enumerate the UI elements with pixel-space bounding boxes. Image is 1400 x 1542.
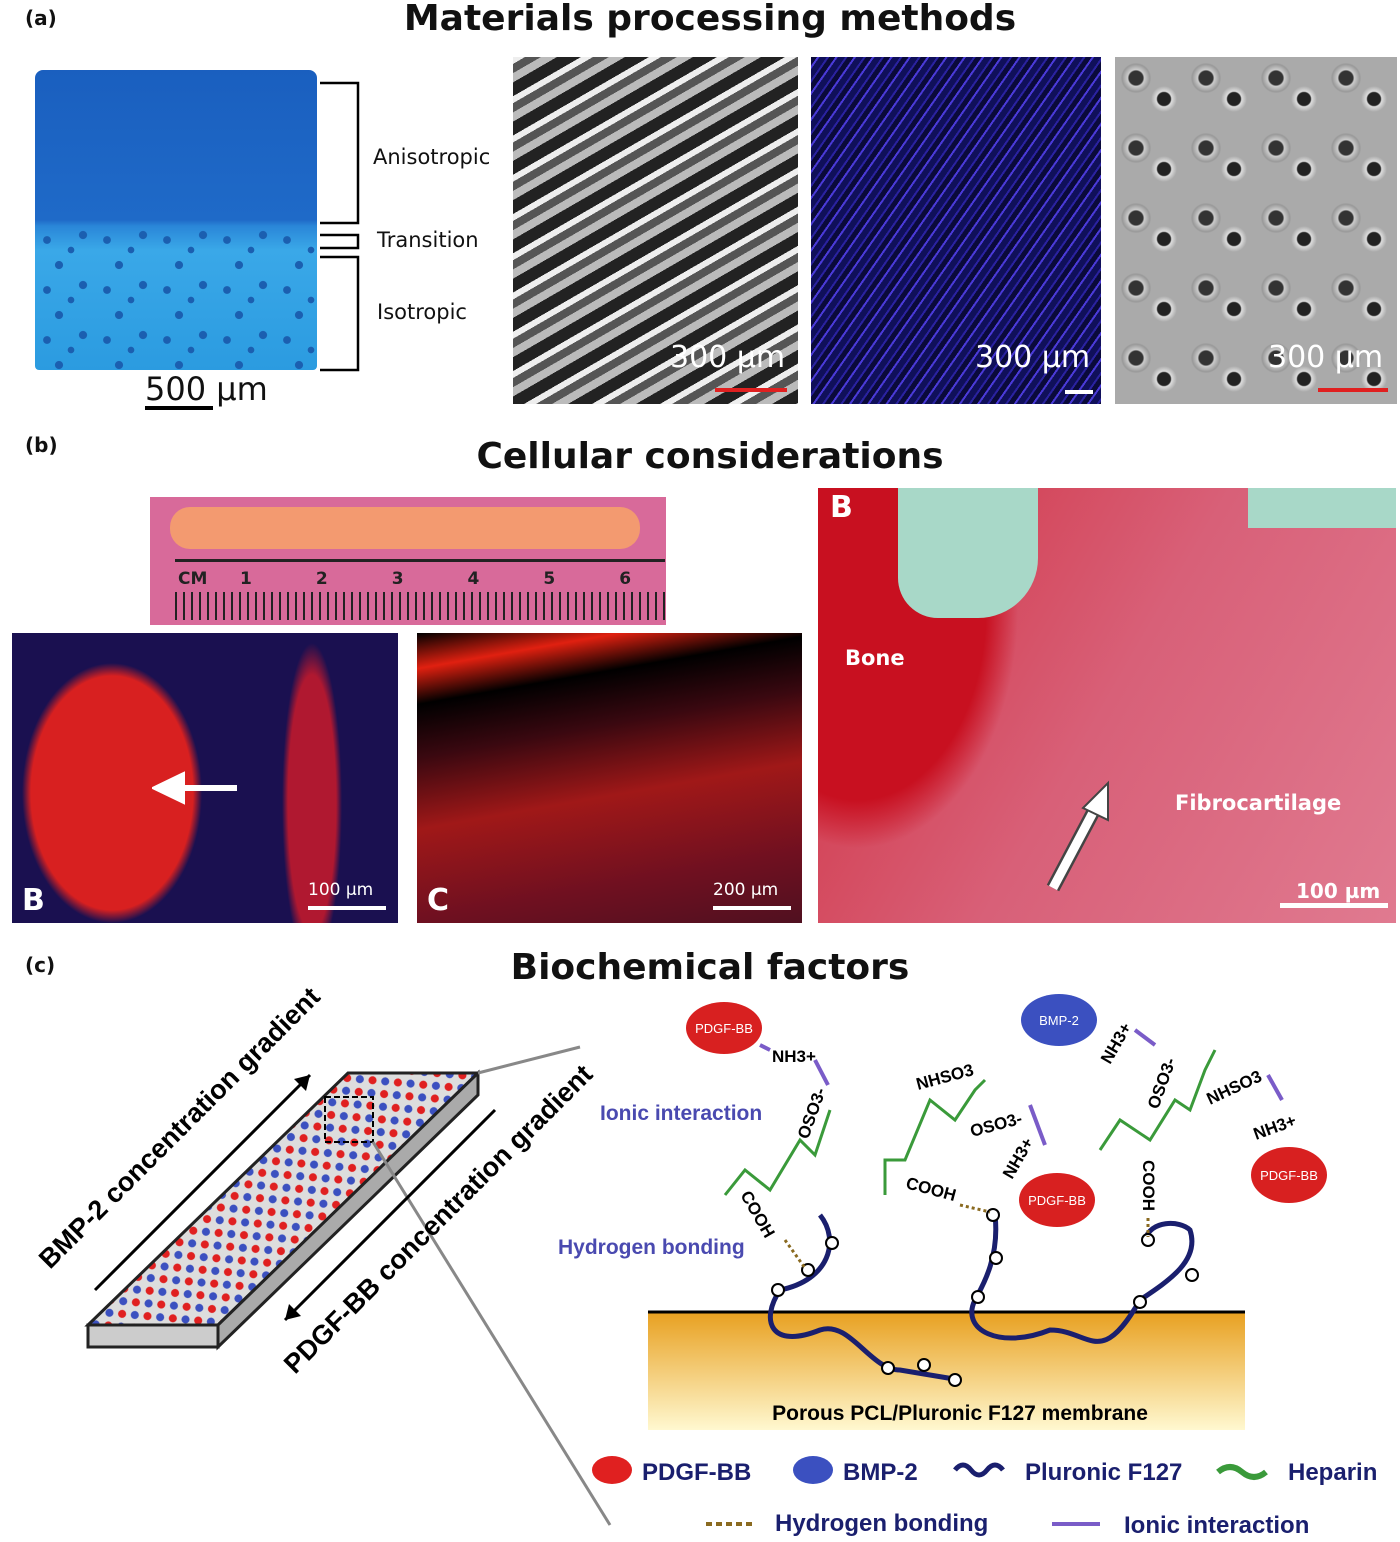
panel-c-label: (c) <box>25 953 56 977</box>
bmp-gradient-arrow <box>93 1073 312 1292</box>
nh3-label: NH3+ <box>999 1134 1037 1182</box>
fluorescence-image-fibers <box>811 57 1101 404</box>
heparin-chains <box>723 1049 1217 1196</box>
sem-scale-bar-3 <box>1318 388 1388 392</box>
sem-image-aligned <box>513 57 798 404</box>
ionic-interaction-label: Ionic interaction <box>600 1102 762 1125</box>
cooh-label: COOH <box>904 1174 958 1206</box>
label-fibrocartilage: Fibrocartilage <box>1175 791 1342 815</box>
nh3-label: NH3+ <box>1097 1019 1135 1067</box>
ruler-photo: CM 1 2 3 4 5 6 <box>150 497 666 625</box>
label-bone: Bone <box>845 646 905 670</box>
nh3-label: NH3+ <box>772 1047 816 1066</box>
sem-scale-1: 300 µm <box>670 340 786 375</box>
legend: PDGF-BB BMP-2 Pluronic F127 Heparin Hydr… <box>592 1456 1377 1539</box>
membrane-label: Porous PCL/Pluronic F127 membrane <box>772 1402 1148 1425</box>
image-letter: B <box>22 883 45 918</box>
scale-bar <box>1280 903 1388 908</box>
ionic-bonds <box>759 1028 1284 1146</box>
scaffold-3d-image <box>35 70 317 370</box>
histology-image: B Bone Fibrocartilage 100 µm <box>818 488 1396 923</box>
legend-ionic: Ionic interaction <box>1124 1512 1309 1539</box>
zoom-box <box>324 1096 374 1143</box>
image-letter: C <box>427 883 450 918</box>
cooh-label: COOH <box>1139 1160 1158 1211</box>
legend-swatch-heparin <box>1216 1464 1268 1480</box>
ruler-tick: 4 <box>467 569 480 589</box>
legend-swatch-bmp <box>793 1456 833 1484</box>
legend-swatch-pdgf <box>592 1456 632 1484</box>
panel-b-title: Cellular considerations <box>476 436 944 477</box>
legend-swatch-pluronic <box>953 1462 1005 1478</box>
nh3-label: NH3+ <box>1251 1111 1299 1144</box>
scale-label: 200 µm <box>713 880 779 900</box>
sem-scale-2: 300 µm <box>975 340 1091 375</box>
zone-isotropic: Isotropic <box>377 300 467 324</box>
pdgf-gradient-arrow <box>283 1108 497 1322</box>
legend-hbond: Hydrogen bonding <box>775 1510 988 1537</box>
panel-c-title: Biochemical factors <box>510 947 910 988</box>
ruler-tick: 6 <box>619 569 632 589</box>
fluorescence-image-c: C 200 µm <box>417 633 802 923</box>
scale-bar <box>308 906 386 910</box>
growth-factors: PDGF-BB BMP-2 PDGF-BB PDGF-BB <box>686 994 1327 1227</box>
ruler-unit: CM <box>178 569 208 589</box>
legend-pluronic: Pluronic F127 <box>1025 1459 1182 1486</box>
image-letter: B <box>830 490 853 525</box>
membrane <box>648 1312 1245 1430</box>
arrow-icon <box>1046 780 1109 892</box>
pdgf-label: PDGF-BB <box>1260 1168 1318 1183</box>
ruler-tick: 2 <box>315 569 328 589</box>
arrow-icon <box>152 771 237 805</box>
zone-transition: Transition <box>377 228 479 252</box>
hydrogen-bonding-label: Hydrogen bonding <box>558 1236 745 1259</box>
gradient-membrane-slab <box>84 1045 612 1526</box>
oso3-label: OSO3- <box>968 1109 1024 1141</box>
panel-b-label: (b) <box>25 433 58 457</box>
panel-a-label: (a) <box>25 6 57 30</box>
scale-bar <box>713 906 791 910</box>
ruler-tick: 1 <box>240 569 252 589</box>
sem-image-porous <box>1115 57 1397 404</box>
legend-heparin: Heparin <box>1288 1459 1377 1486</box>
nhso3-label: NHSO3 <box>1204 1067 1265 1109</box>
sem-scale-bar-2 <box>1065 390 1093 394</box>
fluorescence-image-b: B 100 µm <box>12 633 398 923</box>
panel-a-title: Materials processing methods <box>403 0 1017 39</box>
ruler-tick: 5 <box>543 569 556 589</box>
pluronic-links <box>771 1208 1199 1387</box>
pdgf-label: PDGF-BB <box>1028 1193 1086 1208</box>
bmp-label: BMP-2 <box>1039 1013 1079 1028</box>
legend-pdgf: PDGF-BB <box>642 1459 751 1486</box>
zone-brackets <box>320 81 360 372</box>
nhso3-label: NHSO3 <box>914 1060 975 1094</box>
scale-label: 100 µm <box>1296 879 1381 903</box>
scale-label: 100 µm <box>308 880 374 900</box>
hydrogen-bonds <box>783 1203 1150 1269</box>
zone-anisotropic: Anisotropic <box>373 145 491 169</box>
sem-scale-bar-1 <box>715 388 787 392</box>
oso3-label: OSO3- <box>794 1085 830 1141</box>
legend-bmp: BMP-2 <box>843 1459 918 1486</box>
scale-500um: 500 µm <box>145 370 268 408</box>
scale-bar <box>145 406 213 410</box>
cooh-label: COOH <box>737 1188 779 1242</box>
sem-scale-3: 300 µm <box>1268 340 1384 375</box>
ruler-tick: 3 <box>391 569 404 589</box>
pdgf-label: PDGF-BB <box>695 1021 753 1036</box>
